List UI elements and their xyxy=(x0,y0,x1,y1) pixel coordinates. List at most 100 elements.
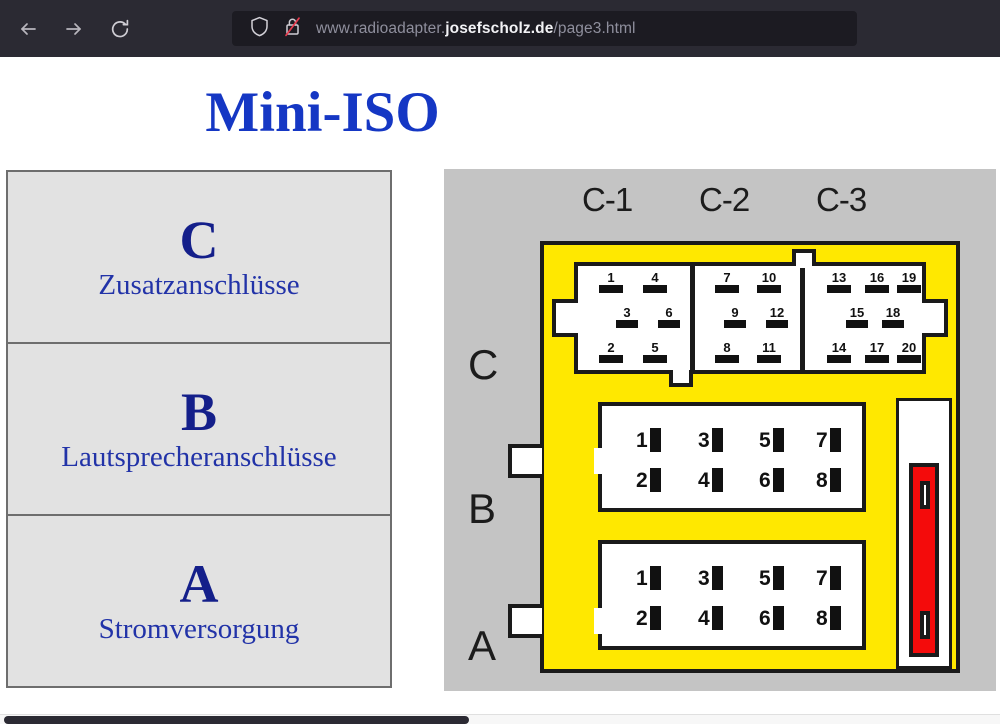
pin-number: 4 xyxy=(698,606,710,630)
red-slot-top xyxy=(920,481,930,509)
pin-number: 8 xyxy=(816,468,828,492)
pin-blade xyxy=(757,285,781,293)
pin-c-18: 18 xyxy=(880,305,906,328)
pin-blade xyxy=(766,320,788,328)
row-label-b: B xyxy=(468,485,497,532)
pin-blade xyxy=(715,355,739,363)
pin-blade xyxy=(897,285,921,293)
pin-c-13: 13 xyxy=(826,271,852,293)
shield-icon[interactable] xyxy=(250,16,269,42)
connector-c-right-ear xyxy=(922,299,948,337)
connector-c: 1 4 3 6 2 xyxy=(552,249,948,387)
pin-number: 1 xyxy=(636,428,648,452)
pin-blade xyxy=(757,355,781,363)
pin-b-7: 7 xyxy=(816,428,841,452)
pin-number: 17 xyxy=(869,340,885,355)
pin-c-11: 11 xyxy=(756,340,782,363)
red-power-connector xyxy=(909,463,939,657)
back-button[interactable] xyxy=(8,9,48,49)
forward-button[interactable] xyxy=(54,9,94,49)
pin-b-6: 6 xyxy=(759,468,784,492)
pin-blade xyxy=(829,606,841,630)
pin-c-5: 5 xyxy=(642,341,668,363)
connector-c-left-ear-mask xyxy=(574,303,582,333)
pin-c-9: 9 xyxy=(722,305,748,328)
legend-caption-a: Stromversorgung xyxy=(98,613,300,646)
pin-c-19: 19 xyxy=(896,270,922,293)
pin-c-1: 1 xyxy=(598,271,624,293)
pin-number: 3 xyxy=(698,566,710,590)
pin-a-1: 1 xyxy=(636,566,661,590)
pin-c-12: 12 xyxy=(764,305,790,328)
browser-toolbar: www.radioadapter.josefscholz.de/page3.ht… xyxy=(0,0,1000,57)
pin-b-8: 8 xyxy=(816,468,841,492)
legend-row-a: A Stromversorgung xyxy=(8,516,390,686)
pin-a-3: 3 xyxy=(698,566,723,590)
page-title: Mini-ISO xyxy=(205,81,440,144)
pin-c-7: 7 xyxy=(714,270,740,293)
pin-c-15: 15 xyxy=(844,305,870,328)
horizontal-scrollbar[interactable] xyxy=(0,714,1000,724)
pin-blade xyxy=(897,355,921,363)
mini-iso-connector-diagram: C-1 C-2 C-3 C B A 1 xyxy=(444,169,996,691)
pin-blade xyxy=(865,285,889,293)
pin-c-14: 14 xyxy=(826,340,852,363)
pin-number: 2 xyxy=(607,340,615,355)
connector-c-top-notch-mask xyxy=(796,260,812,268)
pin-c-17: 17 xyxy=(864,340,890,363)
pin-number: 10 xyxy=(761,270,777,285)
pin-blade xyxy=(829,566,841,590)
pin-number: 9 xyxy=(731,305,739,320)
pin-blade xyxy=(658,320,680,328)
pin-number: 11 xyxy=(762,340,776,355)
pin-blade xyxy=(724,320,746,328)
pin-blade xyxy=(865,355,889,363)
pin-number: 7 xyxy=(723,270,731,285)
pin-c-2: 2 xyxy=(598,340,624,363)
pin-blade xyxy=(772,606,784,630)
connector-c-right-ear-mask xyxy=(918,303,926,333)
legend-letter-b: B xyxy=(180,381,218,442)
pin-number: 5 xyxy=(759,428,771,452)
pin-a-7: 7 xyxy=(816,566,841,590)
pin-blade xyxy=(711,566,723,590)
reload-button[interactable] xyxy=(100,9,140,49)
row-label-a: A xyxy=(468,622,497,669)
pin-c-10: 10 xyxy=(756,270,782,293)
pin-number: 18 xyxy=(885,305,901,320)
pin-number: 7 xyxy=(816,566,828,590)
pin-blade xyxy=(711,606,723,630)
pin-blade xyxy=(829,468,841,492)
legend-caption-b: Lautsprecheranschlüsse xyxy=(61,441,337,474)
pin-number: 15 xyxy=(849,305,865,320)
pin-number: 6 xyxy=(759,606,771,630)
horizontal-scrollbar-thumb[interactable] xyxy=(4,716,469,724)
connector-housing: 1 4 3 6 2 xyxy=(508,241,960,673)
pin-number: 12 xyxy=(769,305,785,320)
pin-blade xyxy=(599,355,623,363)
pin-number: 6 xyxy=(665,305,673,320)
connector-c2-block xyxy=(691,262,804,374)
connector-b: 1 3 5 7 2 xyxy=(598,402,866,512)
pin-number: 3 xyxy=(623,305,631,320)
pin-c-20: 20 xyxy=(896,341,922,363)
pin-number: 19 xyxy=(901,270,917,285)
pin-c-6: 6 xyxy=(656,305,682,328)
pin-a-8: 8 xyxy=(816,606,841,630)
page-content: Mini-ISO C Zusatzanschlüsse B Lautsprech… xyxy=(0,57,1000,724)
pin-b-2: 2 xyxy=(636,468,661,492)
pin-blade xyxy=(772,468,784,492)
connector-c-bottom-notch-mask xyxy=(673,368,689,376)
pin-number: 14 xyxy=(831,340,847,355)
red-slot-bottom xyxy=(920,611,930,639)
pin-number: 1 xyxy=(636,566,648,590)
address-bar[interactable]: www.radioadapter.josefscholz.de/page3.ht… xyxy=(232,11,857,46)
lock-crossed-insecure-icon[interactable] xyxy=(283,16,302,42)
pin-blade xyxy=(643,285,667,293)
legend-table: C Zusatzanschlüsse B Lautsprecheranschlü… xyxy=(6,170,392,688)
pin-b-5: 5 xyxy=(759,428,784,452)
connector-right-column xyxy=(896,398,952,669)
arrow-left-icon xyxy=(17,18,39,40)
pin-blade xyxy=(772,428,784,452)
pin-number: 4 xyxy=(698,468,710,492)
